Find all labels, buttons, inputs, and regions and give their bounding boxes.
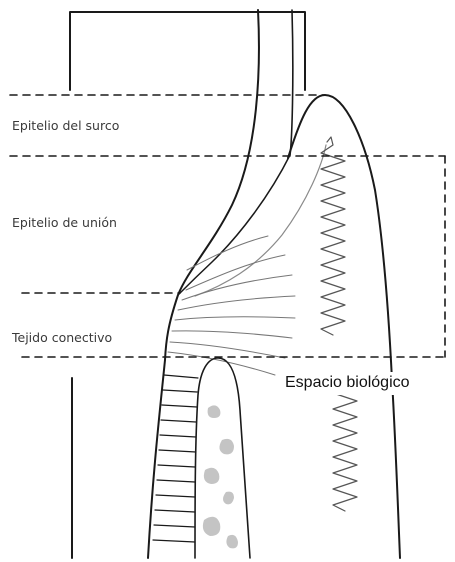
gingiva-outline [288,95,400,558]
label-sulcus-epithelium: Epitelio del surco [12,120,119,133]
rete-peg-line-lower [333,385,357,511]
tooth-crown-outline [70,12,305,90]
tooth-outer-surface [148,10,259,558]
rete-peg-line [321,137,345,335]
label-connective-tissue: Tejido conectivo [12,332,112,345]
tooth-inner-line [290,10,293,155]
label-biologic-width: Espacio biológico [281,372,414,395]
sulcus-lining [178,155,290,295]
junctional-epithelium-boundary [195,145,326,296]
label-junctional-epithelium: Epitelio de unión [12,217,117,230]
ligament-fibers [153,375,198,542]
connective-fibers [168,236,295,375]
bone-trabeculae [203,405,238,548]
